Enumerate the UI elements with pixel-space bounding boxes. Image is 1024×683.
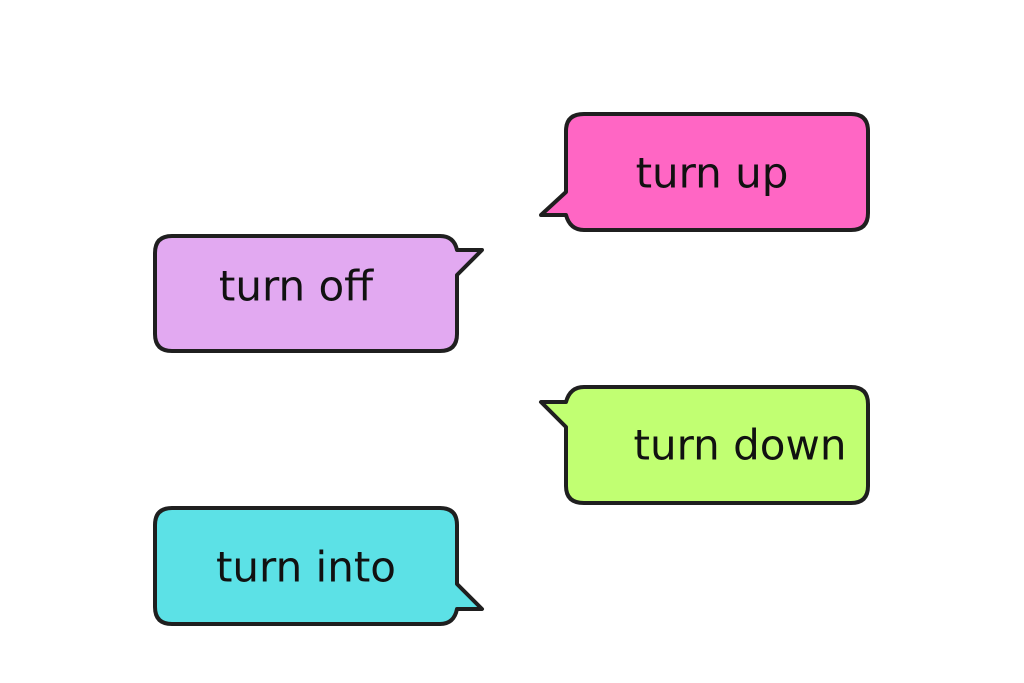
bubble-turn-up-shape (539, 112, 870, 232)
bubble-turn-down-shape (539, 385, 870, 505)
bubble-turn-down-label: turn down (634, 421, 847, 470)
bubble-turn-up-label: turn up (636, 149, 789, 198)
bubble-turn-off: turn off (153, 234, 484, 353)
bubble-turn-off-label: turn off (219, 262, 374, 311)
bubble-turn-into-shape (153, 506, 484, 626)
bubble-turn-off-shape (153, 234, 484, 353)
bubble-turn-into: turn into (153, 506, 484, 626)
bubble-turn-down: turn down (539, 385, 870, 505)
bubble-turn-into-label: turn into (216, 543, 396, 592)
bubble-turn-up: turn up (539, 112, 870, 232)
